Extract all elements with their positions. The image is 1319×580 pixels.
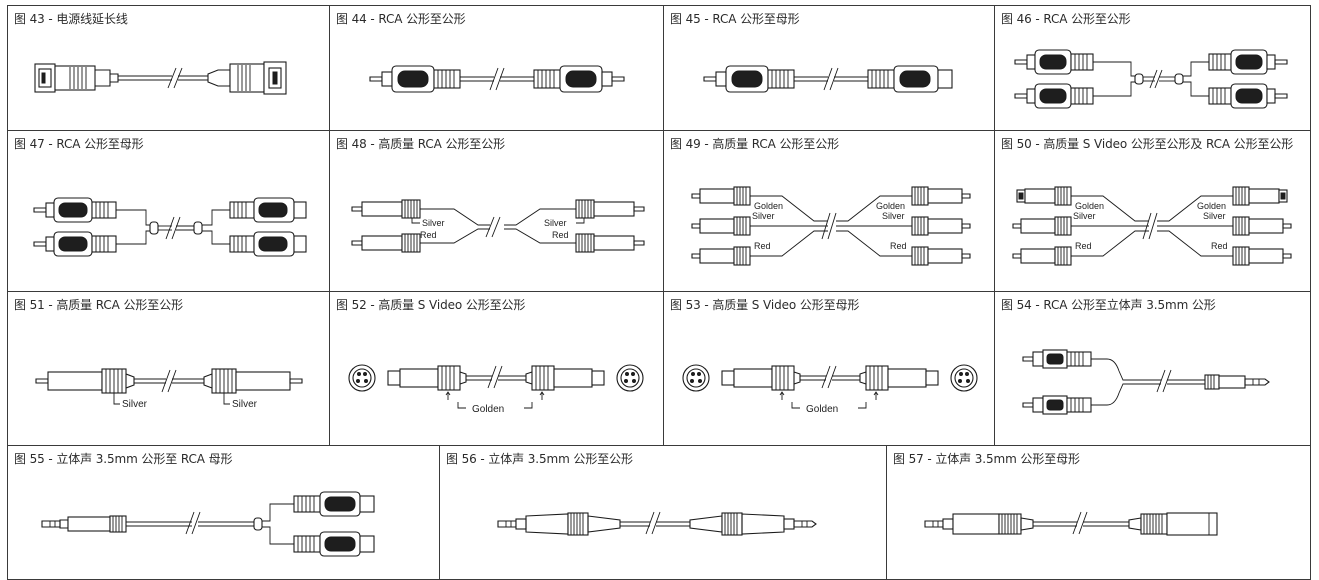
figure-caption: 图 57 - 立体声 3.5mm 公形至母形 [893,452,1080,466]
figure-caption: 图 48 - 高质量 RCA 公形至公形 [336,137,506,151]
hq-triple-rca-illustration: Golden Silver Red Golden Silver Red [691,186,971,266]
figure-57: 图 57 - 立体声 3.5mm 公形至母形 [886,445,1311,580]
figure-54: 图 54 - RCA 公形至立体声 3.5mm 公形 [994,291,1311,446]
label-red-left: Red [1075,241,1092,251]
figure-44: 图 44 - RCA 公形至公形 [329,5,664,131]
label-silver-left: Silver [122,399,148,410]
figure-49: 图 49 - 高质量 RCA 公形至公形 Golden Silver [663,130,995,292]
dual-rca-male-to-female-illustration [33,197,307,257]
figure-caption: 图 52 - 高质量 S Video 公形至公形 [336,298,526,312]
figure-caption: 图 46 - RCA 公形至公形 [1001,12,1131,26]
figure-caption: 图 54 - RCA 公形至立体声 3.5mm 公形 [1001,298,1216,312]
figure-55: 图 55 - 立体声 3.5mm 公形至 RCA 母形 [7,445,440,580]
figure-43: 图 43 - 电源线延长线 [7,5,330,131]
label-silver-left: Silver [422,218,445,228]
label-golden-left: Golden [1075,201,1104,211]
label-silver-right: Silver [882,211,905,221]
label-red-right: Red [890,241,907,251]
figure-52: 图 52 - 高质量 S Video 公形至公形 Golden [329,291,664,446]
figure-46: 图 46 - RCA 公形至公形 [994,5,1311,131]
label-silver-right: Silver [544,218,567,228]
figure-56: 图 56 - 立体声 3.5mm 公形至公形 [439,445,887,580]
figure-48: 图 48 - 高质量 RCA 公形至公形 Silver Red Silver R… [329,130,664,292]
figure-51: 图 51 - 高质量 RCA 公形至公形 Silver Silver [7,291,330,446]
figure-caption: 图 51 - 高质量 RCA 公形至公形 [14,298,184,312]
label-red-left: Red [420,230,437,240]
label-red-right: Red [552,230,569,240]
figure-caption: 图 44 - RCA 公形至公形 [336,12,466,26]
label-silver-right: Silver [232,399,258,410]
hq-svideo-rca-illustration: Golden Silver Red Golden Silver Red [1012,186,1292,266]
power-extension-cord-illustration [34,61,287,95]
35mm-male-to-male-illustration [497,511,817,536]
figure-caption: 图 50 - 高质量 S Video 公形至公形及 RCA 公形至公形 [1001,137,1294,151]
35mm-male-to-female-illustration [924,511,1218,536]
figure-caption: 图 43 - 电源线延长线 [14,12,128,26]
label-golden: Golden [806,404,838,415]
hq-rca-single-illustration: Silver Silver [35,368,303,410]
dual-rca-male-to-male-illustration [1014,49,1288,109]
figure-caption: 图 45 - RCA 公形至母形 [670,12,800,26]
label-golden-right: Golden [1197,201,1226,211]
figure-caption: 图 53 - 高质量 S Video 公形至母形 [670,298,860,312]
figure-caption: 图 47 - RCA 公形至母形 [14,137,144,151]
hq-svideo-male-to-male-illustration: Golden [348,364,644,415]
label-golden-left: Golden [754,201,783,211]
label-red-left: Red [754,241,771,251]
35mm-to-rca-female-illustration [41,491,375,557]
label-red-right: Red [1211,241,1228,251]
label-silver-right: Silver [1203,211,1226,221]
figure-47: 图 47 - RCA 公形至母形 [7,130,330,292]
figure-caption: 图 49 - 高质量 RCA 公形至公形 [670,137,840,151]
label-silver-left: Silver [1073,211,1096,221]
hq-rca-male-to-male-illustration: Silver Red Silver Red [351,199,645,253]
figure-caption: 图 56 - 立体声 3.5mm 公形至公形 [446,452,633,466]
rca-to-35mm-illustration [1022,349,1270,415]
figure-caption: 图 55 - 立体声 3.5mm 公形至 RCA 母形 [14,452,233,466]
label-golden-right: Golden [876,201,905,211]
figure-53: 图 53 - 高质量 S Video 公形至母形 Golden [663,291,995,446]
label-golden: Golden [472,404,504,415]
hq-svideo-male-to-female-illustration: Golden [682,364,978,415]
rca-male-to-male-illustration [369,65,625,93]
label-silver-left: Silver [752,211,775,221]
cable-figure-grid: 图 43 - 电源线延长线 图 44 - RCA 公形至公形 [7,5,1311,580]
figure-45: 图 45 - RCA 公形至母形 [663,5,995,131]
figure-50: 图 50 - 高质量 S Video 公形至公形及 RCA 公形至公形 [994,130,1311,292]
rca-male-to-female-illustration [703,65,953,93]
